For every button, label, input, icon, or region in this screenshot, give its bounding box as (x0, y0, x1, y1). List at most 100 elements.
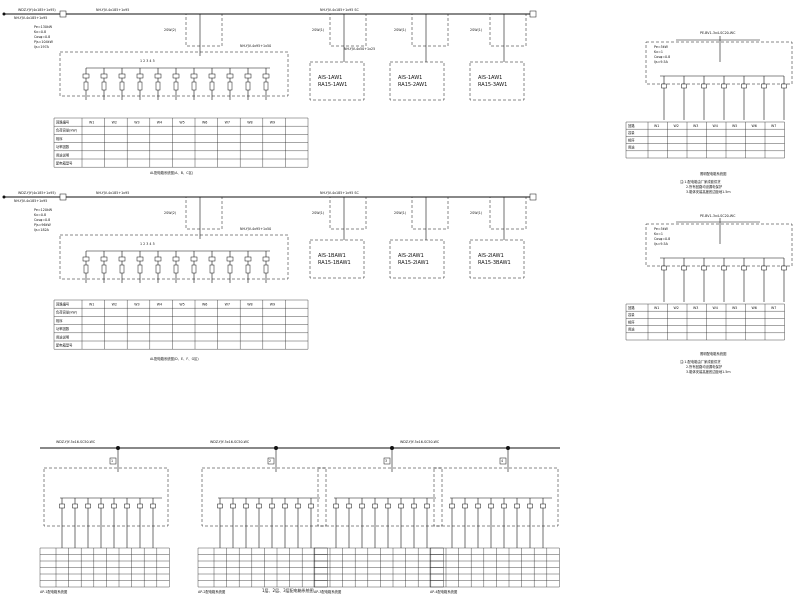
table-cell: W6 (202, 303, 207, 307)
svg-text:Kx=1: Kx=1 (654, 50, 663, 54)
svg-text:Ijs=182A: Ijs=182A (34, 228, 50, 232)
panel-a: WDZ-YJY(4x185+1x95) NH-YJV-4x185+1x95 NH… (2, 8, 537, 175)
svg-text:注:1.配电箱由厂家成套供货: 注:1.配电箱由厂家成套供货 (680, 359, 721, 364)
breaker (100, 73, 108, 79)
table-cell: W4 (157, 121, 162, 125)
breaker (154, 256, 162, 262)
svg-text:3.箱体安装高度底边距地1.5m: 3.箱体安装高度底边距地1.5m (686, 189, 731, 194)
table-row-label: 容量 (628, 312, 635, 317)
table-row-label: 配电箱型号 (56, 343, 73, 348)
caption-b: AL配电箱系统图(D、E、F、G区) (150, 356, 199, 361)
breaker (244, 256, 252, 262)
table-row-label: 回路 (628, 123, 635, 128)
svg-text:Pe=5kW: Pe=5kW (654, 227, 669, 231)
table-row-label: 相序 (628, 319, 635, 324)
meter (155, 264, 161, 274)
breaker (661, 83, 667, 89)
table-row-label: 回路编号 (56, 302, 70, 307)
breaker (190, 256, 198, 262)
svg-text:Pjs=96kW: Pjs=96kW (34, 223, 51, 227)
svg-text:NH-YJV-4x185+1x95 SC: NH-YJV-4x185+1x95 SC (320, 191, 359, 195)
bus-label-left: WDZ-YJY(4x185+1x95) (18, 8, 56, 12)
box-label: AIS-1AW1 (398, 75, 422, 81)
box-label: AIS-1AW1 (478, 75, 502, 81)
meter (155, 81, 161, 91)
bus-sub-left: NH-YJV-4x185+1x95 (14, 16, 47, 20)
table-cell: W2 (112, 303, 117, 307)
table-cell: W4 (157, 303, 162, 307)
meter (227, 264, 233, 274)
group-number: 3 (385, 459, 387, 463)
meter (209, 81, 215, 91)
breaker (661, 265, 667, 271)
svg-text:2.所有回路均设漏电保护: 2.所有回路均设漏电保护 (686, 184, 723, 189)
table-row-label: 负荷容量(kW) (56, 128, 77, 133)
svg-text:1 2 3 4 5: 1 2 3 4 5 (140, 59, 155, 63)
table-cell: W5 (179, 121, 184, 125)
svg-text:Pjs=104kW: Pjs=104kW (34, 40, 54, 44)
box-label: RA15-3BAW1 (478, 260, 511, 266)
table-row-label: 容量 (628, 130, 635, 135)
table-cell: W6 (202, 121, 207, 125)
svg-text:Pe=130kW: Pe=130kW (34, 25, 53, 29)
table-cell: W6 (752, 124, 757, 128)
svg-text:NH-YJV-4x50+1x25: NH-YJV-4x50+1x25 (344, 47, 375, 51)
table-row-label: 回路编号 (56, 120, 70, 125)
svg-text:2.所有回路均设漏电保护: 2.所有回路均设漏电保护 (686, 364, 723, 369)
svg-text:NH-YJV-4x185+1x95: NH-YJV-4x185+1x95 (96, 191, 129, 195)
bottom-caption: 1层、2层、3层配电箱系统图 (262, 587, 314, 593)
breaker (781, 83, 787, 89)
svg-text:Ijs=9.5A: Ijs=9.5A (654, 60, 669, 64)
breaker (154, 73, 162, 79)
breaker (82, 73, 90, 79)
group-caption: AP-3配电箱系统图 (314, 589, 342, 594)
breaker (136, 256, 144, 262)
breaker (781, 265, 787, 271)
svg-text:Ijs=9.5A: Ijs=9.5A (654, 242, 669, 246)
table-cell: W7 (771, 306, 776, 310)
breaker (761, 265, 767, 271)
table-row-label: 相序 (56, 318, 63, 323)
table-row-label: 用途说明 (56, 334, 70, 339)
breaker (226, 73, 234, 79)
box-label: AIS-2IAW1 (478, 253, 504, 259)
svg-text:WDZ-YJY(4x185+1x95): WDZ-YJY(4x185+1x95) (18, 191, 56, 195)
bottom-group: AP-3配电箱系统图 3 (313, 446, 444, 594)
box-label: RA15-2AW1 (398, 82, 427, 88)
svg-text:NH-YJV-4x95+1x50: NH-YJV-4x95+1x50 (240, 227, 271, 231)
box-label: RA15-1AW1 (318, 82, 347, 88)
meter (83, 264, 89, 274)
table-cell: W5 (732, 306, 737, 310)
breaker (136, 73, 144, 79)
breaker (741, 265, 747, 271)
table-row-label: 相序 (628, 137, 635, 142)
table-row-label: 功率因数 (56, 326, 70, 331)
svg-text:Cosφ=0.8: Cosφ=0.8 (654, 237, 670, 241)
table-cell: W8 (247, 303, 252, 307)
panel-b: WDZ-YJY(4x185+1x95) NH-YJV-4x185+1x95 NH… (2, 191, 537, 361)
breaker (721, 83, 727, 89)
right2-caption: 照明配电箱系统图 (700, 351, 727, 356)
params-a: Pe=130kW Kx=0.8 Cosφ=0.8 Pjs=104kW Ijs=1… (34, 25, 54, 49)
svg-text:2SW(2): 2SW(2) (164, 211, 176, 215)
breaker (118, 73, 126, 79)
svg-text:Kx=1: Kx=1 (654, 232, 663, 236)
bus-label-2: NH-YJV-4x185+1x95 SC (320, 8, 359, 12)
table-row-label: 配电箱型号 (56, 161, 73, 166)
breaker (262, 256, 270, 262)
svg-text:2SW(1): 2SW(1) (470, 211, 482, 215)
breaker (244, 73, 252, 79)
svg-text:NH-YJV-4x95+1x50: NH-YJV-4x95+1x50 (240, 44, 271, 48)
meter (245, 81, 251, 91)
svg-text:2SW(1): 2SW(1) (470, 28, 482, 32)
table-cell: W6 (752, 306, 757, 310)
group-caption: AP-2配电箱系统图 (198, 589, 226, 594)
box-label: RA15-2IAW1 (398, 260, 429, 266)
svg-text:2SW(2): 2SW(2) (164, 28, 176, 32)
table-row-label: 相序 (56, 136, 63, 141)
meter (191, 264, 197, 274)
box-label: AIS-1BAW1 (318, 253, 346, 259)
svg-text:Cosφ=0.8: Cosφ=0.8 (34, 35, 50, 39)
